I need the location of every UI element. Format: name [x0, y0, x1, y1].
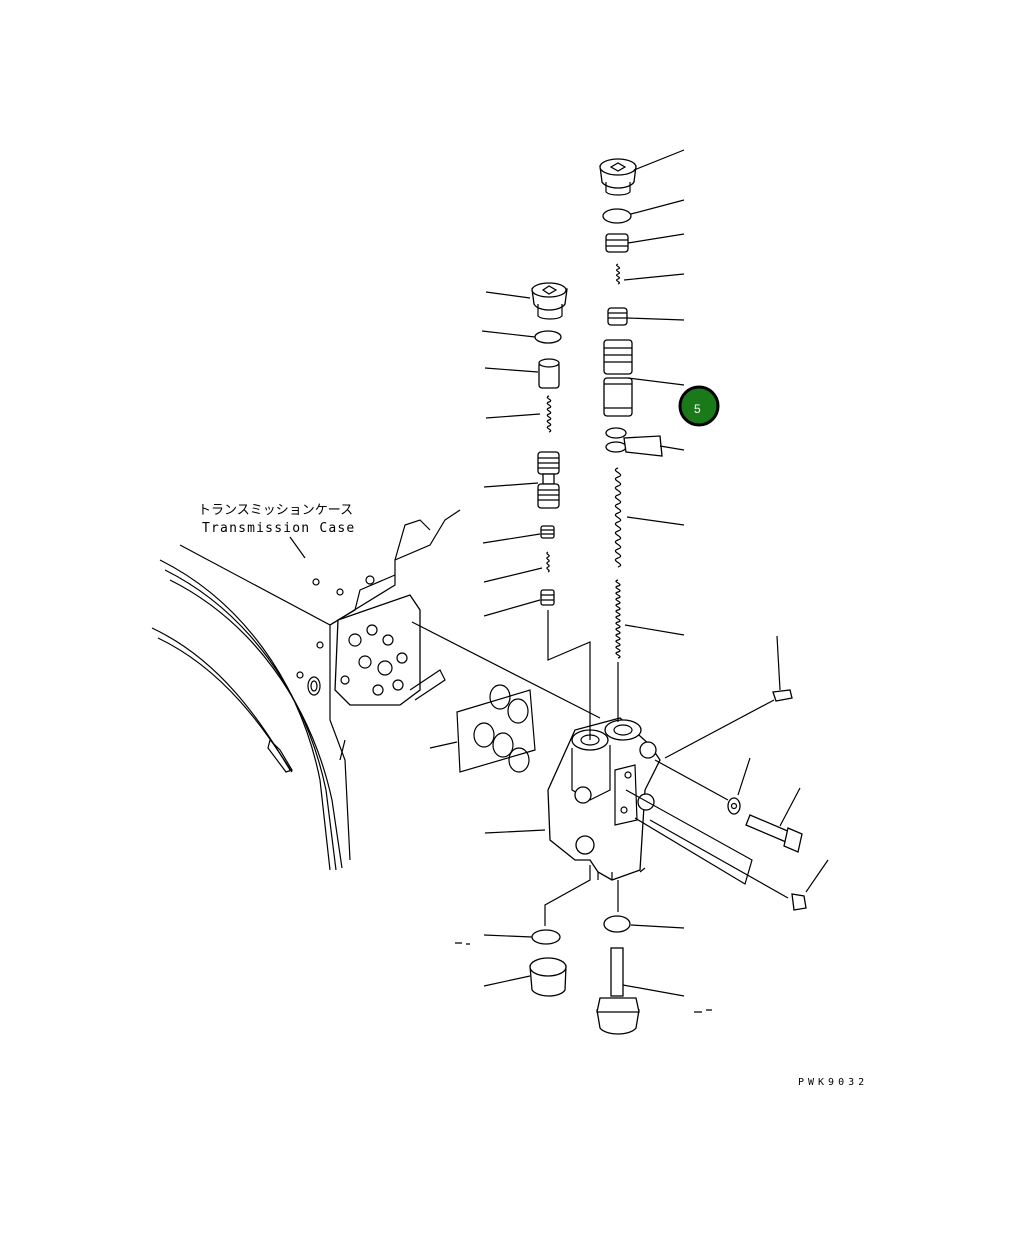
callout-circle[interactable]	[678, 385, 720, 427]
gasket	[429, 684, 536, 773]
drawing-code: PWK9032	[798, 1077, 868, 1088]
bottom-parts	[455, 865, 712, 1035]
transmission-case	[151, 509, 601, 871]
left-spool-stack	[481, 282, 591, 740]
valve-body	[484, 717, 661, 881]
fasteners	[625, 635, 829, 911]
callout-number[interactable]: 5	[694, 402, 701, 416]
callout-5[interactable]: 5	[678, 385, 720, 427]
right-spool-stack	[599, 149, 685, 722]
case-label-en: Transmission Case	[202, 521, 355, 536]
case-label-jp: トランスミッションケース	[198, 503, 353, 518]
